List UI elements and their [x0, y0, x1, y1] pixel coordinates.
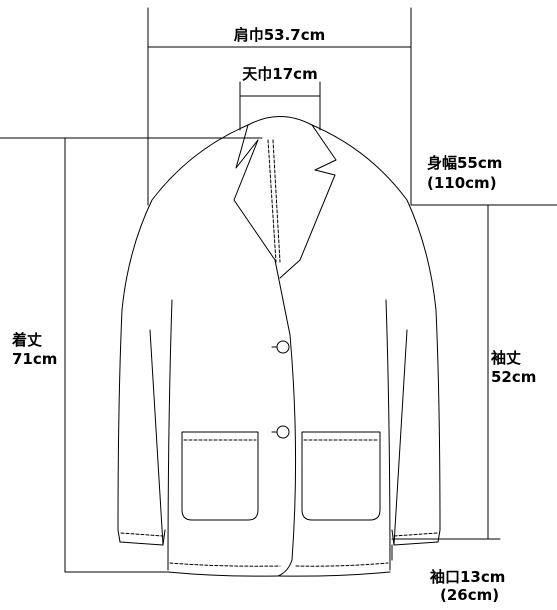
left-side-seam [167, 299, 173, 571]
right-inner-sleeve [393, 329, 408, 546]
body-width-label: 身幅55cm [427, 154, 503, 172]
left-lapel [233, 139, 291, 336]
shoulder-width-label: 肩巾53.7cm [233, 26, 326, 44]
pockets [181, 431, 381, 521]
jacket-outline [117, 116, 441, 577]
right-pocket [301, 431, 381, 521]
cuff-label: 袖口13cm [430, 568, 506, 586]
center-front-seam [267, 139, 277, 263]
left-front-edge [277, 334, 297, 577]
collar-back [247, 116, 313, 126]
hem-stitch-left [169, 562, 281, 567]
hem-left [167, 571, 279, 577]
button-upper [276, 340, 290, 354]
stitch-lines [120, 532, 438, 567]
length-value: 71cm [12, 350, 58, 368]
left-cuff-stitch [120, 532, 164, 537]
sleeve-length-value: 52cm [491, 368, 537, 386]
left-shoulder-sleeve-outline [117, 124, 249, 543]
neck-width-label: 天巾17cm [242, 65, 318, 83]
button-lower [276, 425, 290, 439]
hem-stitch-right [295, 562, 389, 567]
left-pocket [181, 431, 259, 521]
length-label: 着丈 [12, 331, 43, 349]
body-width-sub: (110cm) [427, 174, 497, 192]
cuff-sub: (26cm) [440, 586, 500, 604]
right-cuff [391, 529, 439, 546]
left-cuff [119, 529, 166, 546]
collar-stand-left [235, 124, 259, 169]
left-inner-sleeve [149, 329, 164, 546]
right-lapel [279, 169, 336, 279]
center-front-seam-2 [272, 139, 281, 263]
hem-right [277, 571, 391, 577]
measurement-guides [0, 7, 557, 573]
right-side-seam [385, 299, 391, 571]
right-shoulder-sleeve-outline [311, 124, 441, 543]
buttons [271, 340, 290, 439]
sleeve-length-label: 袖丈 [491, 349, 522, 367]
collar-stand-right [311, 124, 337, 171]
right-cuff-stitch [393, 532, 438, 537]
